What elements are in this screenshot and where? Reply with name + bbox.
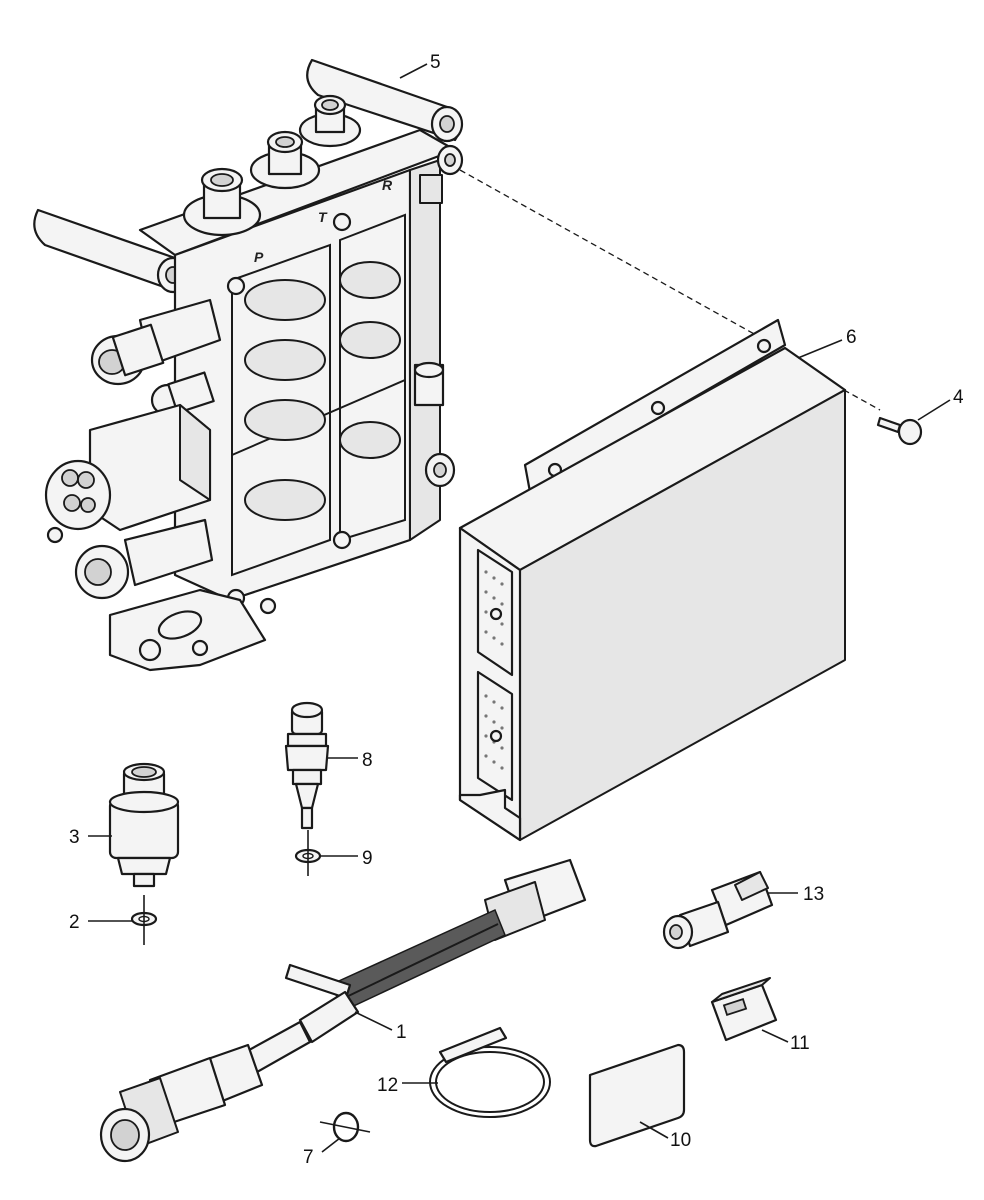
solenoid-connector-lower <box>74 518 214 600</box>
callout-3: 3 <box>69 827 80 848</box>
part-12-cable-tie <box>429 1026 551 1118</box>
assembly-line-6-4 <box>834 384 881 411</box>
port-mark-t: T <box>318 209 328 225</box>
callout-13: 13 <box>803 884 824 905</box>
callout-12: 12 <box>377 1075 398 1096</box>
callouts: 5 6 4 8 9 3 2 13 1 11 12 10 7 <box>69 52 964 1168</box>
callout-9: 9 <box>362 848 373 869</box>
assembly-line-5-6 <box>459 169 766 341</box>
port-mark-p: P <box>254 249 264 265</box>
solenoid-connector-upper <box>90 298 222 386</box>
callout-4: 4 <box>953 387 964 408</box>
callout-6: 6 <box>846 327 857 348</box>
part-1-sensor-harness <box>99 858 587 1163</box>
part-5-valve-block: P T R <box>33 58 464 672</box>
port-mark-r: R <box>382 177 393 193</box>
part-8-temperature-sensor <box>284 701 330 830</box>
callout-11: 11 <box>790 1033 810 1054</box>
part-3-pressure-switch <box>108 762 180 888</box>
port-fitting-p <box>182 167 262 237</box>
port-fitting-r <box>298 94 362 148</box>
part-6-control-unit <box>458 318 847 842</box>
callout-7: 7 <box>303 1147 314 1168</box>
part-2-washer <box>130 895 158 945</box>
callout-10: 10 <box>670 1130 691 1151</box>
solenoid-coil <box>44 403 212 544</box>
part-7-o-ring <box>319 1111 371 1143</box>
part-13-connector <box>662 870 774 950</box>
callout-2: 2 <box>69 912 80 933</box>
callout-8: 8 <box>362 750 373 771</box>
part-10-label <box>588 1043 686 1148</box>
callout-5: 5 <box>430 52 441 73</box>
callout-1: 1 <box>396 1022 407 1043</box>
part-11-plug <box>710 977 778 1042</box>
port-fitting-t <box>249 130 321 190</box>
part-4-screw <box>876 416 923 446</box>
part-9-washer <box>294 830 322 876</box>
